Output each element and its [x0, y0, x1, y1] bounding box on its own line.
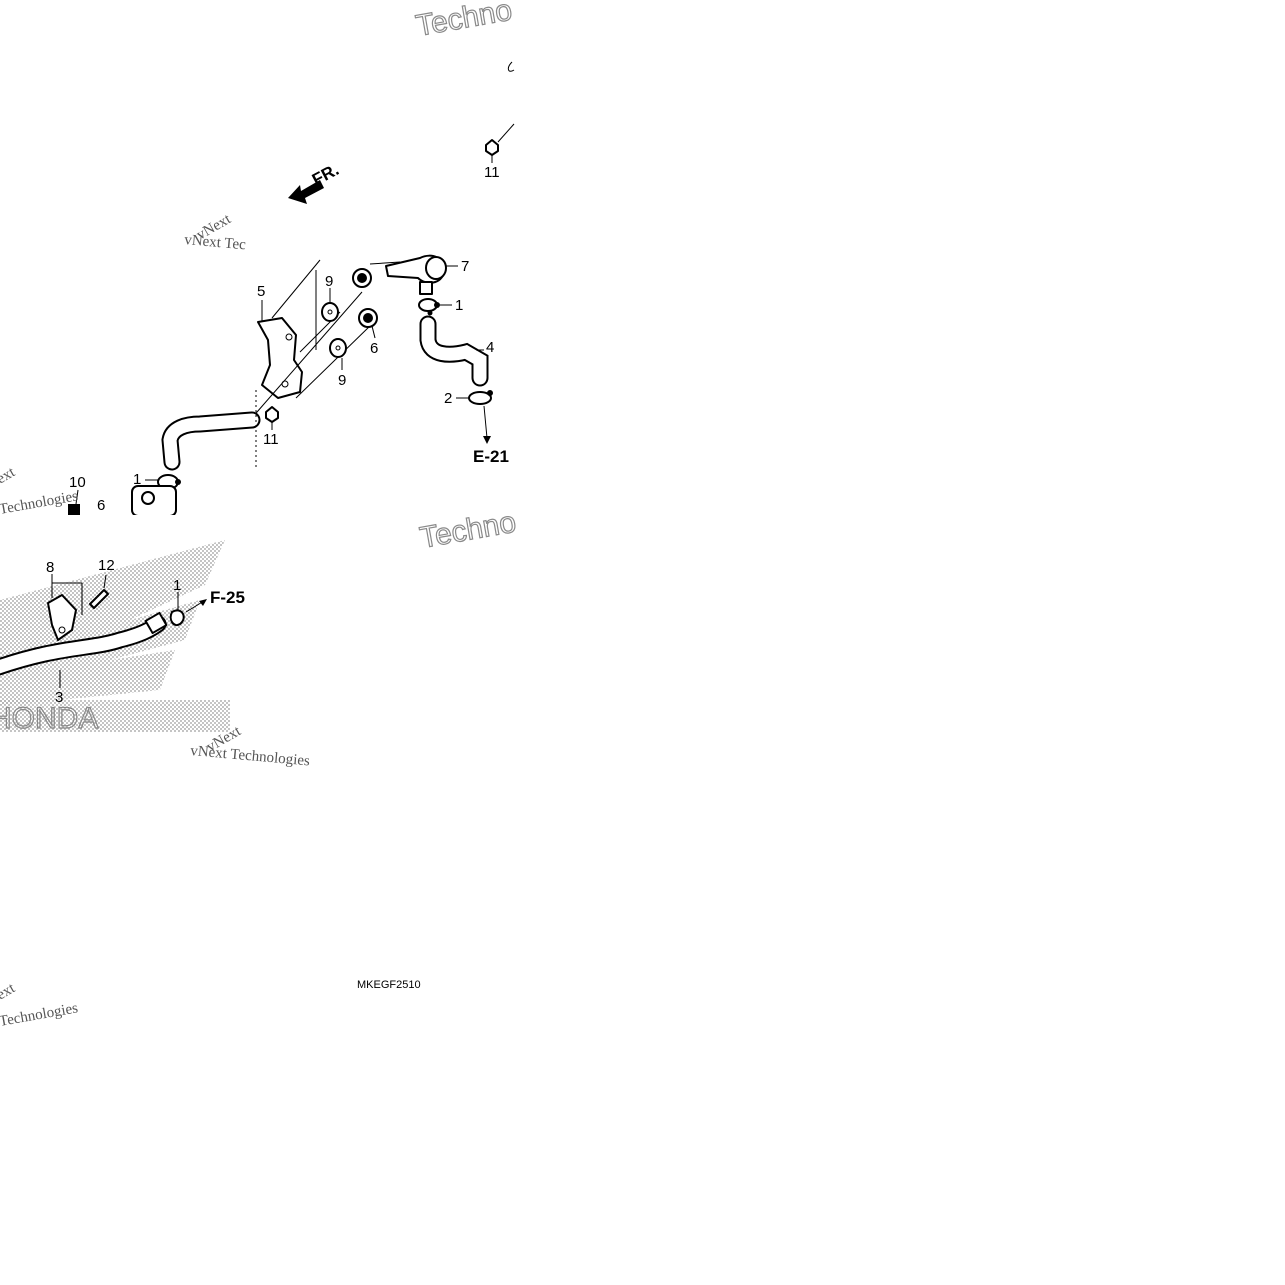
watermark-technologies-2: Technologies	[0, 1000, 79, 1030]
bracket-8	[47, 594, 77, 641]
callout-5: 5	[257, 283, 265, 300]
callout-11-middle: 11	[263, 431, 279, 448]
callout-9-upper: 9	[325, 273, 333, 290]
callout-2: 2	[444, 390, 452, 407]
callout-4: 4	[486, 339, 494, 356]
washer-9-lower	[329, 338, 347, 358]
bracket-5	[257, 317, 303, 399]
honda-logo-text: HONDA	[0, 702, 98, 735]
bolt-10	[68, 504, 80, 515]
ref-f25: F-25	[210, 588, 245, 607]
bolt-12	[89, 589, 109, 609]
callout-9-lower: 9	[338, 372, 346, 389]
watermark-technologies-1: Technologies	[0, 488, 79, 518]
clamp-1-lower	[169, 609, 185, 626]
watermark-ext-1: ext	[0, 464, 19, 487]
diagram-code: MKEGF2510	[357, 979, 421, 991]
watermark-vnext-tec-1: vNext Tec	[184, 232, 247, 253]
ref-e21: E-21	[473, 447, 509, 466]
watermark-ext-2: ext	[0, 980, 19, 1003]
callout-12: 12	[98, 557, 115, 574]
fr-arrow-icon	[288, 180, 324, 204]
callout-1-left: 1	[133, 471, 141, 488]
nut-11-top	[485, 139, 499, 156]
callout-7: 7	[461, 258, 469, 275]
washer-9-upper	[321, 302, 339, 322]
watermark-techno-mid: Techno	[417, 506, 518, 555]
watermark-vnext-technologies-2: vNext Technologies	[190, 743, 311, 769]
callout-1-lower: 1	[173, 577, 181, 594]
upper-panel: FR. 11	[68, 61, 515, 515]
callout-6-left: 6	[97, 497, 105, 514]
callout-8: 8	[46, 559, 54, 576]
lower-panel: HONDA 8 12 1 3 F-25	[0, 540, 245, 736]
honda-wing-shape	[0, 540, 225, 705]
nut-11-middle	[265, 406, 279, 423]
hose-3-end	[144, 611, 168, 635]
callout-6-right: 6	[370, 340, 378, 357]
watermark-techno-top: Techno	[413, 0, 514, 43]
callout-3: 3	[55, 689, 63, 706]
honda-band	[0, 700, 230, 732]
front-direction-arrow: FR.	[288, 160, 342, 204]
callout-10: 10	[69, 474, 86, 491]
callout-11-top: 11	[484, 164, 500, 181]
callout-1-right: 1	[455, 297, 463, 314]
